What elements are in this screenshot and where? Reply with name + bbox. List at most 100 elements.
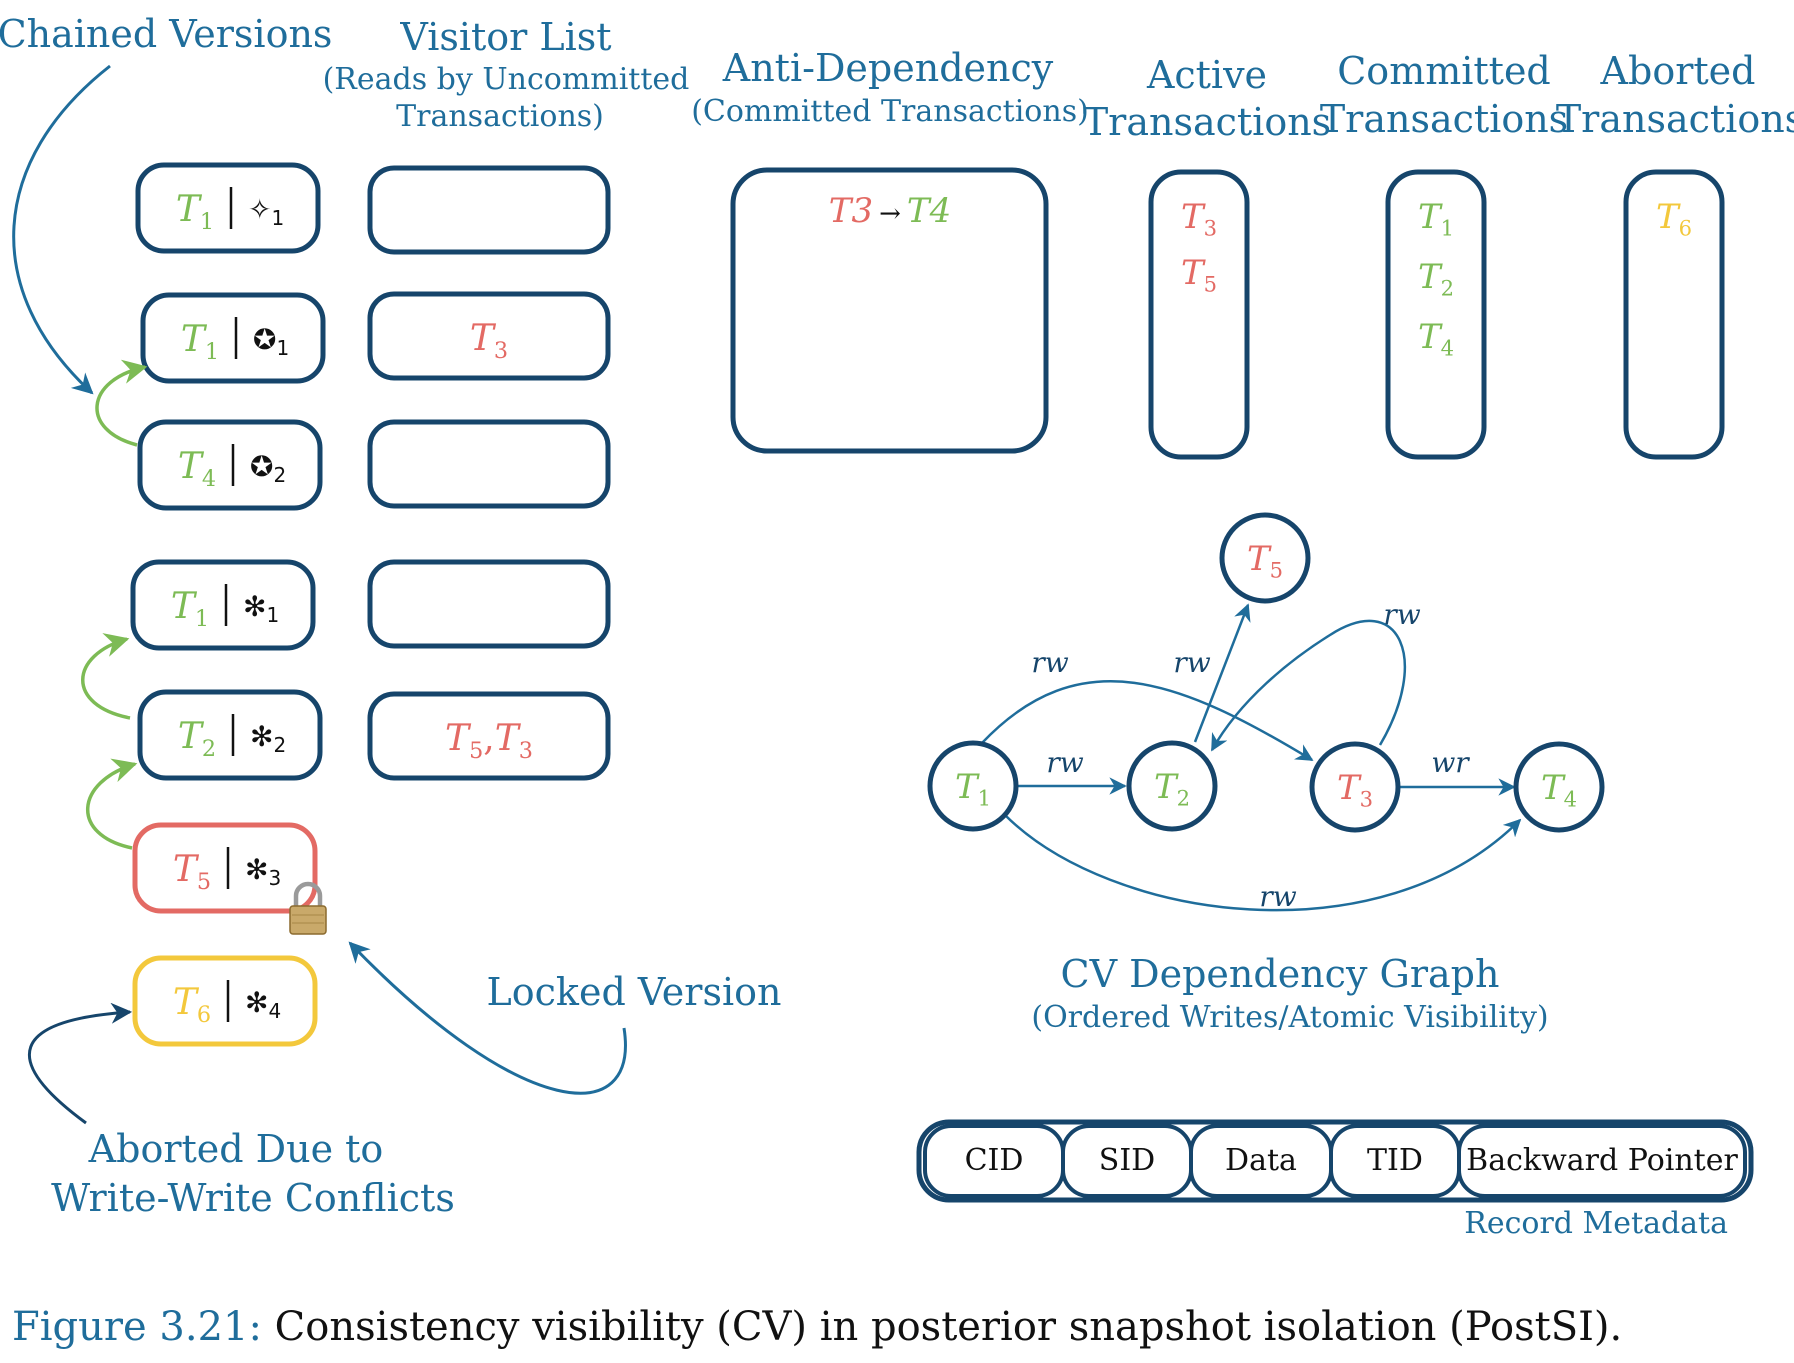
graph-edge-t2-t5 [1193,603,1251,743]
metadata-field-box [1457,1124,1747,1198]
chain-link-arrow-2 [81,633,131,720]
version-value: ✪1 [253,323,289,360]
active-title-2: Transactions [1083,100,1331,144]
graph-edge-t3-t2 [1210,619,1407,752]
committed-title-2: Transactions [1320,97,1568,141]
visitor-list-subtitle-2: Transactions) [396,99,604,134]
graph-subtitle: (Ordered Writes/Atomic Visibility) [1031,1000,1548,1035]
graph-edge-label: rw [1046,746,1083,779]
panel-transaction: T3 [1181,197,1217,240]
aborted-due-label-1: Aborted Due to [88,1127,384,1171]
version-box [137,689,323,781]
aborted-transactions: T6 [1656,197,1692,240]
anti-dependency-subtitle: (Committed Transactions) [691,94,1089,129]
version-transaction: T4 [178,446,216,492]
version-transaction: T5 [173,849,211,895]
version-value: ✧1 [248,193,284,230]
graph-node-t3 [1309,741,1401,833]
graph-edge-label: rw [1173,646,1210,679]
panel-transaction: T1 [1418,197,1454,240]
caption-text: Consistency visibility (CV) in posterior… [262,1304,1622,1350]
chained-versions-arrow [12,64,111,395]
graph-title: CV Dependency Graph [1061,952,1500,996]
aborted-title-1: Aborted [1600,49,1756,93]
graph-node-t4 [1513,741,1605,833]
graph-node-t2 [1126,740,1218,832]
metadata-outer [916,1119,1754,1203]
version-box [132,822,318,914]
panel-transaction: T2 [1418,257,1454,300]
version-value: ✻1 [243,590,279,627]
graph-edge-label: wr [1431,746,1470,779]
visitor-box [367,419,611,509]
version-box [132,955,318,1047]
graph-node-t1 [927,740,1019,832]
version-chain: T1✧1T1✪1T4✪2T1✻1T2✻2T5✻3T6✻4 [130,162,326,1047]
anti-dependency-panel [730,167,1049,454]
dependency-graph-edges: rw rw rw rw rw wr [981,598,1522,913]
graph-edge-t1-t3 [981,680,1314,762]
locked-version-label: Locked Version [487,970,782,1014]
committed-title-1: Committed [1337,49,1551,93]
figure-caption: Figure 3.21: Consistency visibility (CV)… [12,1304,1622,1350]
locked-version-arrow [348,941,627,1095]
graph-node-label: T4 [1541,768,1577,811]
aborted-panel [1623,169,1725,460]
lock-icon [289,881,327,935]
version-box [137,419,323,511]
visitor-transactions: T3 [470,318,508,364]
metadata-field-sid: SID [1099,1143,1155,1178]
graph-node-t5 [1219,512,1311,604]
graph-node-label: T5 [1247,539,1283,582]
chained-versions-label: Chained Versions [0,12,332,56]
chain-link-arrow-3 [86,758,138,850]
graph-edge-label: rw [1383,598,1420,631]
anti-dependency-entry: T3→T4 [829,191,951,231]
version-transaction: T1 [176,189,214,235]
anti-dependency-title: Anti-Dependency [722,46,1054,90]
visitor-list-subtitle-1: (Reads by Uncommitted [323,62,690,97]
graph-node-label: T2 [1154,767,1190,810]
graph-node-label: T3 [1337,768,1373,811]
visitor-box [367,165,611,255]
graph-edge-label: rw [1031,646,1068,679]
panel-transaction: T6 [1656,197,1692,240]
version-transaction: T1 [181,319,219,365]
active-title-1: Active [1146,53,1267,97]
metadata-field-backward-pointer: Backward Pointer [1466,1143,1738,1178]
visitor-box [367,291,611,381]
aborted-due-label-2: Write-Write Conflicts [51,1176,455,1220]
metadata-field-data: Data [1225,1143,1297,1178]
graph-node-label: T1 [955,767,991,810]
version-value: ✪2 [250,450,286,487]
aborted-due-arrow [28,1002,133,1125]
version-value: ✻4 [245,986,281,1023]
record-metadata-label: Record Metadata [1464,1206,1728,1241]
graph-edge-label: rw [1259,880,1296,913]
visitor-box [367,691,611,781]
dependency-graph-nodes: T1 T2 T3 T4 T5 [927,512,1605,833]
active-panel [1148,169,1250,460]
aborted-title-2: Transactions [1556,97,1794,141]
graph-edge-t1-t4 [1004,814,1522,912]
version-box [135,162,321,254]
record-metadata-bar: CID SID Data TID Backward Pointer [916,1119,1754,1203]
visitor-transactions: T5,T3 [445,718,533,764]
version-value: ✻2 [250,720,286,757]
visitor-box [367,559,611,649]
visitor-list-title: Visitor List [399,15,611,59]
chain-link-arrow-1 [95,359,148,447]
version-value: ✻3 [245,853,281,890]
committed-panel [1385,169,1487,460]
metadata-field-cid: CID [965,1143,1024,1178]
metadata-field-tid: TID [1367,1143,1423,1178]
version-transaction: T2 [178,716,216,762]
panel-transaction: T5 [1181,253,1217,296]
version-transaction: T6 [173,982,211,1028]
panel-transaction: T4 [1418,317,1454,360]
version-transaction: T1 [171,586,209,632]
